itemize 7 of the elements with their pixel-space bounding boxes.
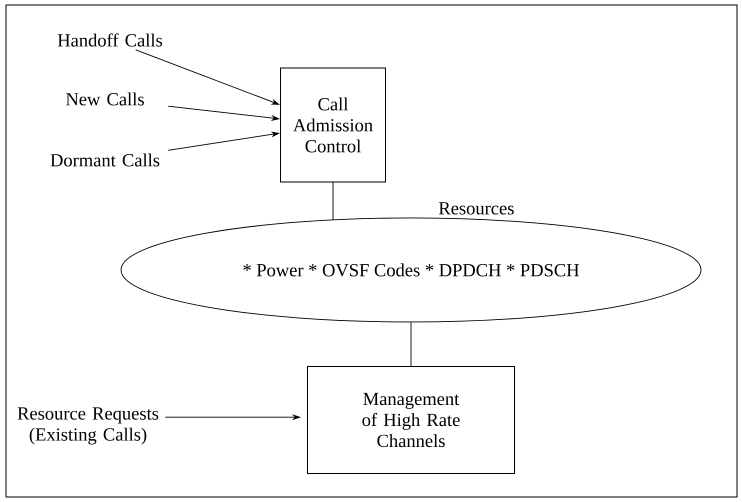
process-box: Management of High Rate Channels	[307, 366, 515, 474]
input-label: Handoff Calls	[58, 33, 162, 47]
input-label: New Calls	[66, 92, 144, 106]
input-label: Dormant Calls	[50, 153, 160, 166]
process-box: Call Admission Control	[280, 67, 386, 182]
beside-label: Resources	[438, 202, 514, 215]
input-label: Resource Requests (Existing Calls)	[18, 407, 158, 445]
